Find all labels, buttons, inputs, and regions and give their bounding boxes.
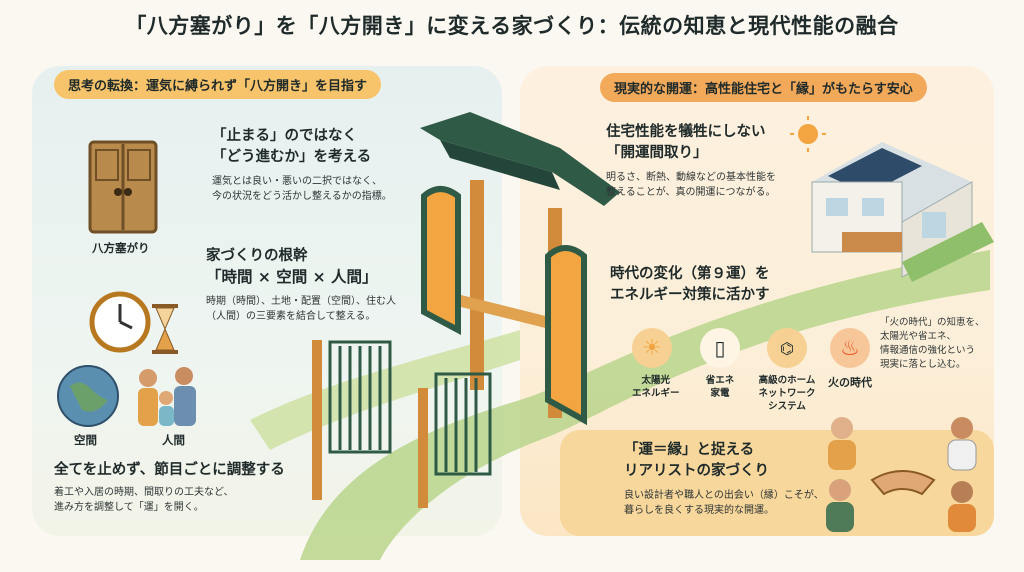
- energy-item-solar: ☀ 太陽光 エネルギー: [632, 328, 680, 400]
- fire-icon: ♨: [830, 328, 870, 368]
- smartphone-icon: ▯: [700, 328, 740, 368]
- globe-family-icon: [57, 365, 196, 427]
- right-block1-heading-2: 「開運間取り」: [606, 145, 708, 161]
- page-title: 「八方塞がり」を「八方開き」に変える家づくり：伝統の知恵と現代性能の融合: [125, 14, 899, 38]
- clock-hourglass-icon: [89, 291, 178, 354]
- sun-icon: ☀: [632, 328, 672, 368]
- left-block2-heading-2: 「時間 × 空間 × 人間」: [206, 268, 378, 286]
- right-block3-heading-1: 「運＝縁」と捉える: [624, 442, 755, 458]
- left-block2-body-2: （人間）の三要素を結合して整える。: [206, 311, 376, 322]
- right-block1-body-2: 整えることが、真の開運につながる。: [606, 187, 776, 198]
- right-block3-heading-2: リアリストの家づくり: [624, 463, 769, 479]
- left-block3-body-1: 着工や入居の時期、間取りの工夫など、: [54, 487, 234, 498]
- right-block2-heading-1: 時代の変化（第９運）を: [610, 266, 770, 282]
- left-block3-body-2: 進み方を調整して「運」を開く。: [54, 502, 204, 513]
- energy-item-network: ⌬ 高級のホーム ネットワーク システム: [752, 328, 822, 413]
- left-block1-heading-1: 「止まる」のではなく: [212, 128, 357, 144]
- gate-door-left: [421, 186, 461, 335]
- gate-door-right: [545, 245, 587, 426]
- label-people: 人間: [162, 433, 185, 447]
- energy-icon-row: ☀ 太陽光 エネルギー ▯ 省エネ 家電 ⌬ 高級のホーム ネットワーク システ…: [624, 328, 874, 418]
- left-block2-heading-1: 家づくりの根幹: [206, 248, 308, 264]
- right-block1-heading-1: 住宅性能を犠牲にしない: [606, 124, 766, 140]
- side-note: 「火の時代」の知恵を、 太陽光や省エネ、 情報通信の強化という 現実に落とし込む…: [880, 317, 985, 370]
- left-block1-heading-2: 「どう進むか」を考える: [212, 149, 372, 165]
- router-icon: ⌬: [767, 328, 807, 368]
- energy-item-appliance: ▯ 省エネ 家電: [700, 328, 740, 400]
- left-block1-body-1: 運気とは良い・悪いの二択ではなく、: [212, 176, 382, 187]
- right-block2-heading-2: エネルギー対策に活かす: [610, 287, 770, 303]
- left-block2-body-1: 時期（時間）、土地・配置（空間）、住む人: [206, 296, 396, 307]
- closed-door-icon: [88, 140, 158, 234]
- door-label: 八方塞がり: [92, 241, 150, 255]
- right-block1-body-1: 明るさ、断熱、動線などの基本性能を: [606, 172, 776, 183]
- left-block1-body-2: 今の状況をどう活かし整えるかの指標。: [212, 191, 392, 202]
- right-block3-body-1: 良い設計者や職人との出会い（縁）こそが、: [624, 490, 824, 501]
- energy-item-fire: ♨ 火の時代: [820, 328, 880, 389]
- left-section-header: 思考の転換：運気に縛られず「八方開き」を目指す: [54, 70, 382, 99]
- fence-back: [418, 372, 492, 508]
- left-block3-heading: 全てを止めず、節目ごとに調整する: [54, 462, 285, 478]
- label-space: 空間: [74, 433, 97, 447]
- house-icon: [790, 116, 994, 282]
- right-block3-body-2: 暮らしを良くする現実的な開運。: [624, 505, 774, 516]
- right-section-header: 現実的な開運：高性能住宅と「縁」がもたらす安心: [600, 73, 927, 102]
- people-handshake-icon: [826, 417, 977, 532]
- gate-post-left: [470, 180, 484, 390]
- fence-front: [312, 340, 392, 500]
